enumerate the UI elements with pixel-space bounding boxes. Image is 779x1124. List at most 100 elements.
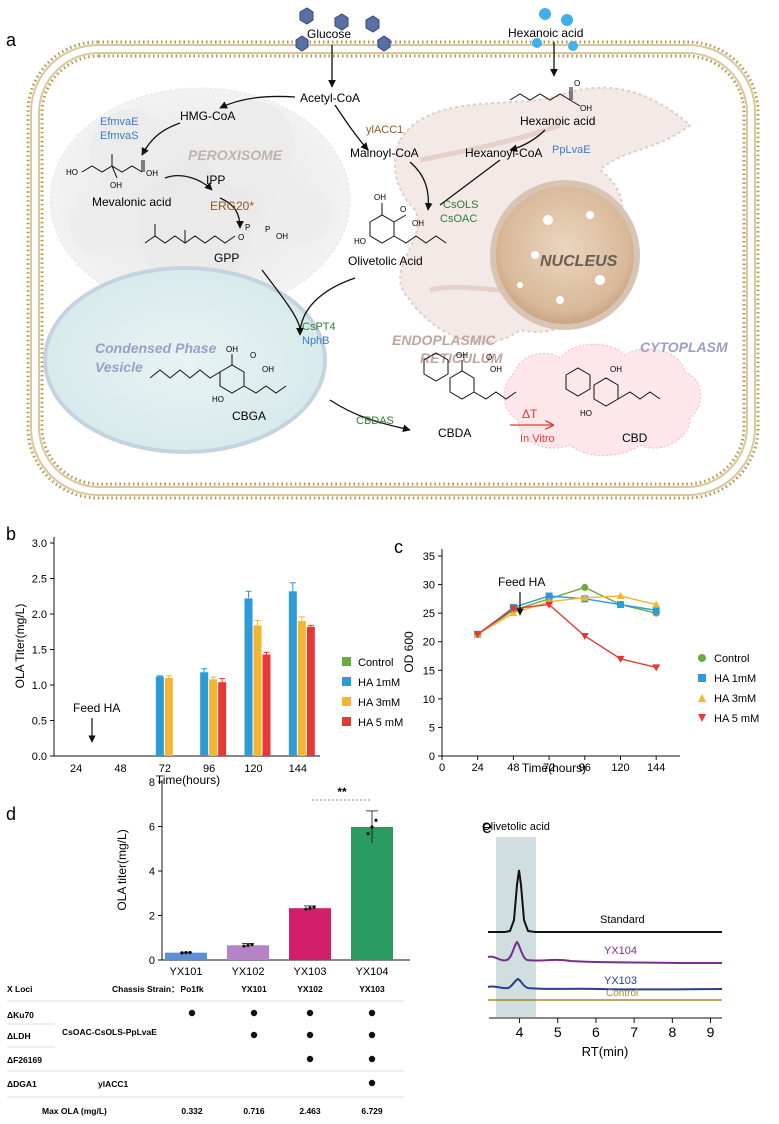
trace-label-control: Control <box>606 988 638 999</box>
c-legend-ha5: HA 5 mM <box>714 713 759 725</box>
structure-cbd <box>565 367 661 407</box>
legend-marker-ha5 <box>698 714 706 722</box>
ipp-label: IPP <box>206 173 225 187</box>
d-xtick-label: YX103 <box>293 966 326 978</box>
b-ytick-label: 1.0 <box>32 680 47 692</box>
legend-ha1: HA 1mM <box>358 677 400 689</box>
table-dot <box>368 1031 376 1039</box>
trace-label-standard: Standard <box>600 914 645 926</box>
hexanoyl-coa-label: Hexanoyl-CoA <box>465 146 542 160</box>
cbga-oh-top: OH <box>226 345 238 354</box>
b-xtick-label: 48 <box>114 763 126 775</box>
d-replicate-dot <box>250 942 254 947</box>
csoac-label: CsOAC <box>440 213 477 225</box>
c-xtick-label: 144 <box>647 762 665 774</box>
table-dot <box>306 1031 314 1039</box>
panel-label-e: e <box>482 817 492 837</box>
trace-label-yx104: YX104 <box>604 945 637 957</box>
b-bar <box>297 621 306 756</box>
legend-swatch-ha5 <box>342 717 351 726</box>
c-point <box>652 606 660 614</box>
d-ytick-label: 6 <box>149 822 155 834</box>
d-ytick-label: 2 <box>149 911 155 923</box>
gpp-p1-text: P <box>245 223 250 232</box>
table-dot <box>368 1009 376 1017</box>
table-max-1: 0.716 <box>243 1106 265 1116</box>
cbda-oh-acid: OH <box>490 365 502 374</box>
vesicle-organelle <box>43 266 327 454</box>
e-xtick-label: 9 <box>707 1024 715 1040</box>
cbga-oh-acid: OH <box>262 365 274 374</box>
hmg-coa-label: HMG-CoA <box>180 109 235 123</box>
table-row-locus-3: ΔDGA1 <box>7 1079 37 1089</box>
c-point <box>652 600 661 608</box>
c-ytick-label: 5 <box>429 722 435 734</box>
legend-swatch-ha1 <box>342 677 351 686</box>
gpp-p2-text: P <box>265 225 270 234</box>
panel-label-d: d <box>6 804 16 824</box>
peroxisome-organelle <box>49 87 351 313</box>
d-replicate-dot <box>308 906 312 910</box>
d-xtick-label: YX101 <box>169 966 202 978</box>
olivetolic-oh-top: OH <box>374 193 386 202</box>
c-point <box>616 655 625 663</box>
d-replicate-dot <box>246 943 250 947</box>
c-point <box>545 592 553 600</box>
table-header-strain-3: YX103 <box>359 984 385 994</box>
cbd-ho-text: HO <box>580 409 592 418</box>
panel-b-xlabel: Time(hours) <box>156 773 220 787</box>
panel-c-feed-annotation: Feed HA <box>498 575 545 589</box>
csols-label: CsOLS <box>443 199 478 211</box>
cytoplasm-label: CYTOPLASM <box>640 339 728 355</box>
cbda-o-text: O <box>486 353 492 362</box>
table-header-loci: X Loci <box>7 984 33 994</box>
table-dot <box>188 1009 196 1017</box>
c-point <box>616 592 625 599</box>
c-xtick-label: 96 <box>579 762 591 774</box>
panel-b-yticks: 0.00.51.01.52.02.53.0 <box>32 538 54 763</box>
table-dots <box>188 1009 376 1087</box>
c-ytick-label: 10 <box>423 694 435 706</box>
b-ytick-label: 2.5 <box>32 574 47 586</box>
peak-label: Olivetolic acid <box>482 821 550 833</box>
c-legend-ha1: HA 1mM <box>714 673 756 685</box>
trace-yx104 <box>487 940 722 964</box>
c-ytick-label: 15 <box>423 665 435 677</box>
panel-b-legend: Control HA 1mM HA 3mM HA 5 mM <box>342 657 403 729</box>
c-point <box>581 583 589 591</box>
d-replicate-dot <box>374 818 378 822</box>
table-max-2: 2.463 <box>299 1106 321 1116</box>
d-xtick-label: YX102 <box>231 966 264 978</box>
b-bar <box>155 676 164 756</box>
legend-swatch-control <box>342 657 351 666</box>
d-replicate-dot <box>304 907 308 911</box>
in-vitro-label: In Vitro <box>520 433 555 445</box>
table-header-strain-2: YX102 <box>297 984 323 994</box>
peroxisome-label: PEROXISOME <box>188 147 283 163</box>
cbga-o-text: O <box>250 351 256 360</box>
c-xtick-label: 72 <box>543 762 555 774</box>
vesicle-label-line1: Condensed Phase <box>95 340 217 356</box>
b-xtick-label: 24 <box>70 763 82 775</box>
c-point <box>652 664 661 672</box>
b-ytick-label: 0.0 <box>32 751 47 763</box>
d-ytick-label: 0 <box>149 955 155 967</box>
trace-yx103 <box>487 977 723 991</box>
table-dot <box>250 1031 258 1039</box>
hexanoic-acid-icons <box>532 8 578 51</box>
glucose-label: Glucose <box>307 27 351 41</box>
c-point <box>580 593 589 601</box>
c-ytick-label: 25 <box>423 608 435 620</box>
membrane-tails-outer <box>30 44 756 496</box>
panel-d-bars <box>165 810 393 960</box>
panel-b-axes <box>53 537 320 757</box>
b-ytick-label: 0.5 <box>32 716 47 728</box>
d-replicate-dot <box>188 950 192 955</box>
e-xtick-label: 4 <box>516 1024 524 1040</box>
panel-c-xlabel: Time(hours) <box>522 761 586 775</box>
cbda-oh-text: OH <box>456 351 468 360</box>
trace-label-yx103: YX103 <box>604 975 637 987</box>
hexanoic-acid-o-text: O <box>574 79 580 88</box>
